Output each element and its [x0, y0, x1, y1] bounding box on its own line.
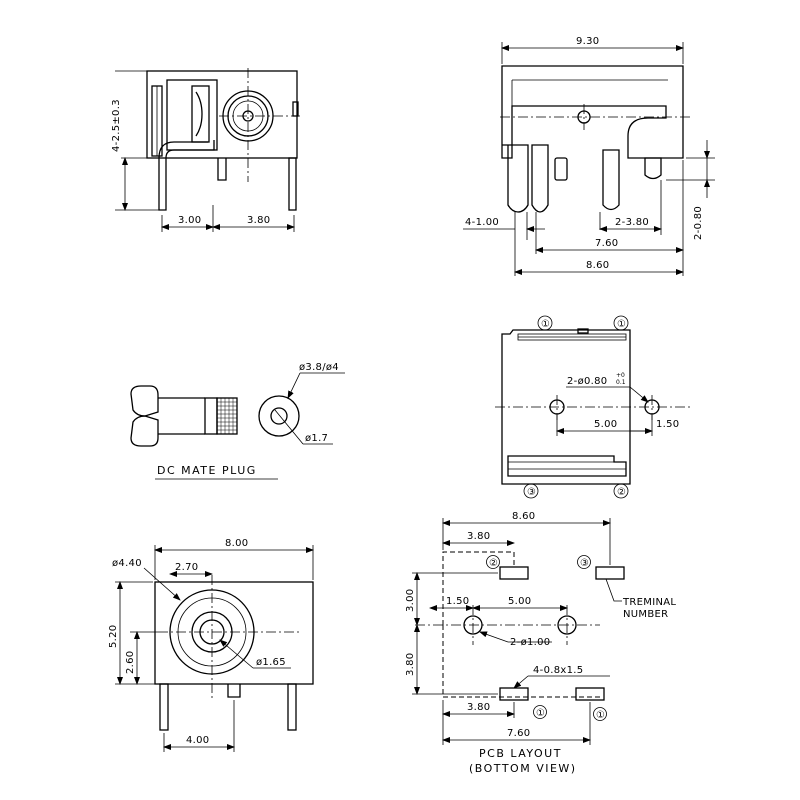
front-width-label: 9.30 — [576, 36, 599, 47]
pcb-hole-spacing-label: 5.00 — [508, 596, 531, 607]
front-pin-width-label: 4-1.00 — [465, 217, 499, 228]
plug-inner-diameter-label: ø1.7 — [305, 433, 328, 444]
bottom-center-height-label: 2.60 — [125, 651, 136, 674]
dc-mate-plug: ø3.8/ø4 ø1.7 DC MATE PLUG — [130, 362, 345, 480]
side-view: 4-2.5±0.3 3.00 3.80 — [111, 68, 300, 232]
pcb-bottom-row-offset-label: 3.80 — [405, 653, 416, 676]
front-span-860-label: 8.60 — [586, 260, 609, 271]
pcb-total-width-label: 8.60 — [512, 511, 535, 522]
pcb-pad-spacing-top-label: 3.80 — [467, 531, 490, 542]
front-pin-pitch-label: 2-3.80 — [615, 217, 649, 228]
pcb-pad-num-1a: ① — [536, 708, 545, 719]
bottom-width-label: 8.00 — [225, 538, 248, 549]
top-view: 5.00 1.50 2-ø0.80 +0 0.1 ① ① ③ ② — [495, 315, 690, 499]
top-hole-edge-label: 1.50 — [656, 419, 679, 430]
top-callout-1b: ① — [617, 319, 626, 330]
pcb-terminal-label-2: NUMBER — [623, 609, 668, 620]
bottom-front-view: 8.00 2.70 ø4.40 5.20 2.60 ø1.65 4.00 — [108, 538, 314, 752]
bottom-pin-offset-label: 4.00 — [186, 735, 209, 746]
top-hole-tol-lower: 0.1 — [616, 379, 626, 386]
bottom-height-label: 5.20 — [108, 625, 119, 648]
pcb-caption-2: (BOTTOM VIEW) — [469, 762, 577, 775]
side-base-right-label: 3.80 — [247, 215, 270, 226]
bottom-opening-diameter-label: ø4.40 — [112, 558, 142, 569]
pcb-hole-offset-label: 1.50 — [446, 596, 469, 607]
pcb-pad-spacing-bottom-label: 3.80 — [467, 702, 490, 713]
plug-caption: DC MATE PLUG — [157, 464, 257, 477]
front-span-760-label: 7.60 — [595, 238, 618, 249]
pcb-row-offset-label: 3.00 — [405, 589, 416, 612]
pcb-pad-num-3: ③ — [580, 558, 589, 569]
top-callout-3: ③ — [527, 487, 536, 498]
pcb-pad-num-1b: ① — [596, 710, 605, 721]
top-callout-1a: ① — [541, 319, 550, 330]
front-pin-thickness-label: 2-0.80 — [693, 206, 704, 240]
front-view: 9.30 4-1.00 2-3.80 7.60 8.60 2-0.80 — [463, 36, 715, 276]
knurl-pattern — [217, 398, 237, 434]
pcb-terminal-label-1: TREMINAL — [622, 597, 676, 608]
pcb-caption-1: PCB LAYOUT — [479, 747, 562, 760]
top-hole-tol-upper: +0 — [616, 372, 625, 379]
top-hole-label: 2-ø0.80 — [567, 376, 607, 387]
side-height-label: 4-2.5±0.3 — [111, 99, 122, 152]
pcb-pad-num-2: ② — [489, 558, 498, 569]
top-hole-spacing-label: 5.00 — [594, 419, 617, 430]
plug-outer-diameter-label: ø3.8/ø4 — [299, 362, 339, 373]
pcb-hole-label: 2-ø1.00 — [510, 637, 550, 648]
top-callout-2: ② — [617, 487, 626, 498]
pcb-bottom-width-label: 7.60 — [507, 728, 530, 739]
pcb-layout: 8.60 3.80 3.00 3.80 1.50 5.00 2-ø1.00 4-… — [405, 511, 676, 775]
pcb-pad-label: 4-0.8x1.5 — [533, 665, 583, 676]
bottom-pin-diameter-label: ø1.65 — [256, 657, 286, 668]
bottom-offset-label: 2.70 — [175, 562, 198, 573]
side-base-left-label: 3.00 — [178, 215, 201, 226]
